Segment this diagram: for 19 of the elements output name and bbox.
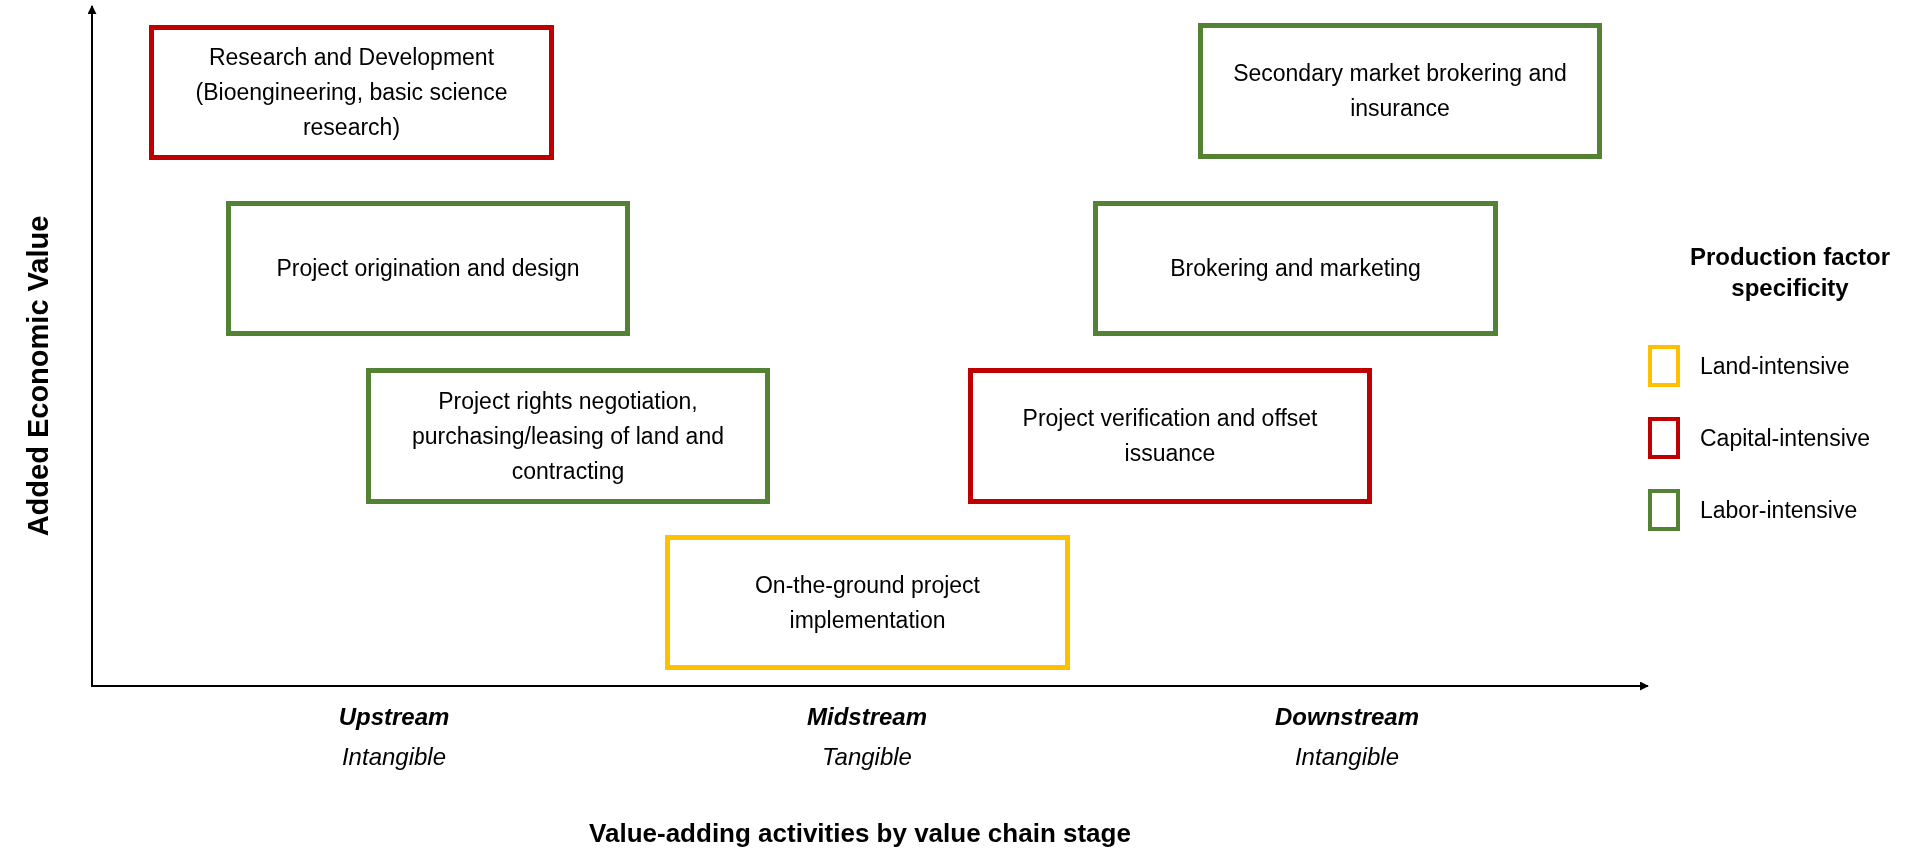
activity-box: Brokering and marketing — [1093, 201, 1498, 336]
stage-label: Upstream — [338, 702, 450, 732]
stage-label: Midstream — [807, 702, 927, 732]
legend-label: Land-intensive — [1700, 351, 1850, 381]
activity-box: On-the-ground project implementation — [665, 535, 1070, 670]
legend-label: Capital-intensive — [1700, 423, 1871, 453]
activity-box: Project origination and design — [226, 201, 630, 336]
axis-title: Added Economic Value — [21, 215, 56, 537]
stage-label: Downstream — [1275, 702, 1419, 732]
activity-box: Secondary market brokering and insurance — [1198, 23, 1602, 159]
activity-box: Research and Development (Bioengineering, basic science research) — [149, 25, 554, 160]
stage-sublabel: Tangible — [822, 742, 912, 772]
legend-label: Labor-intensive — [1700, 495, 1858, 525]
activity-box: Project verification and offset issuance — [968, 368, 1372, 504]
activity-box: Project rights negotiation, purchasing/leasing of land and contracting — [366, 368, 770, 504]
legend-title: Production factor specificity — [1689, 242, 1891, 303]
axis-title: Value-adding activities by value chain stage — [589, 816, 1131, 850]
stage-sublabel: Intangible — [341, 742, 447, 772]
stage-sublabel: Intangible — [1294, 742, 1400, 772]
